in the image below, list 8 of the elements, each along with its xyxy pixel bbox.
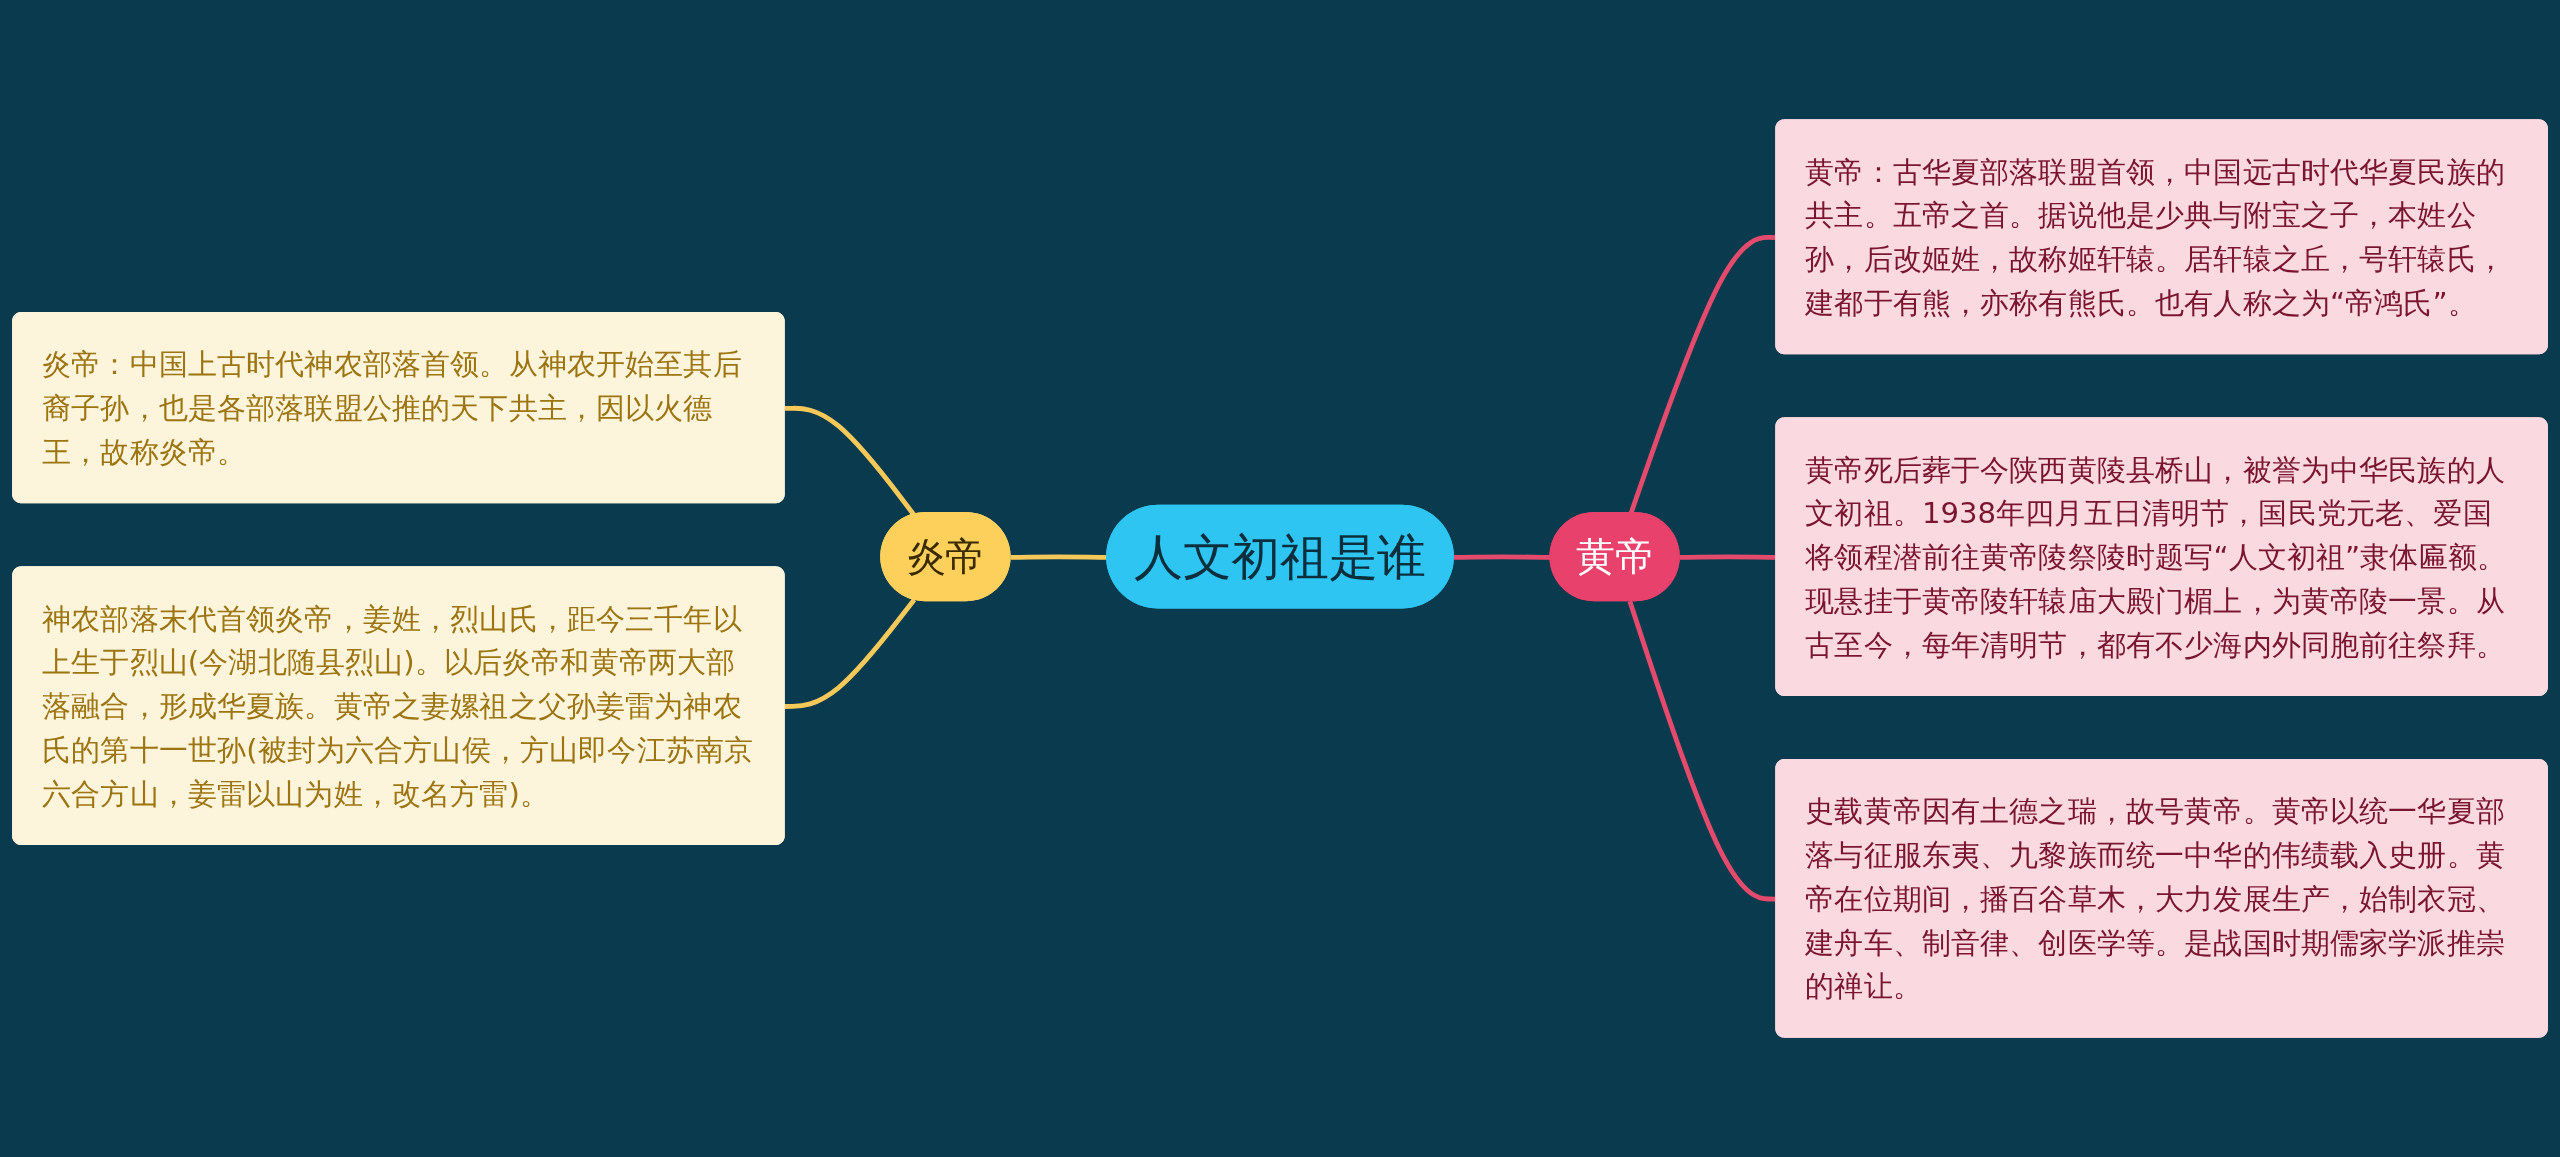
note-card: 黄帝死后葬于今陕西黄陵县桥山，被誉为中华民族的人文初祖。1938年四月五日清明节，国民党元老、爱国将领程潜前往黄帝陵祭陵时题写“人文初祖”隶体匾额。现悬挂于黄帝陵轩辕庙大殿门楣上，为黄帝陵一景。从古至今，每年清明节，都有不少海内外同胞前往祭拜。: [1775, 417, 2548, 696]
topic-node: 炎帝: [880, 512, 1011, 602]
note-card: 黄帝：古华夏部落联盟首领，中国远古时代华夏民族的共主。五帝之首。据说他是少典与附宝之子，本姓公孙，后改姬姓，故称姬轩辕。居轩辕之丘，号轩辕氏，建都于有熊，亦称有熊氏。也有人称之为“帝鸿氏”。: [1775, 119, 2548, 355]
topic-node: 人文初祖是谁: [1106, 504, 1454, 609]
note-card: 炎帝：中国上古时代神农部落首领。从神农开始至其后裔子孙，也是各部落联盟公推的天下共主，因以火德王，故称炎帝。: [12, 312, 785, 504]
note-card: 神农部落末代首领炎帝，姜姓，烈山氏，距今三千年以上生于烈山(今湖北随县烈山)。以后炎帝和黄帝两大部落融合，形成华夏族。黄帝之妻嫘祖之父孙姜雷为神农氏的第十一世孙(被封为六合方山侯，方山即今江苏南京六合方山，姜雷以山为姓，改名方雷)。: [12, 566, 785, 845]
topic-node: 黄帝: [1549, 512, 1680, 602]
note-card: 史载黄帝因有土德之瑞，故号黄帝。黄帝以统一华夏部落与征服东夷、九黎族而统一中华的伟绩载入史册。黄帝在位期间，播百谷草木，大力发展生产，始制衣冠、建舟车、制音律、创医学等。是战国时期儒家学派推崇的禅让。: [1775, 759, 2548, 1038]
